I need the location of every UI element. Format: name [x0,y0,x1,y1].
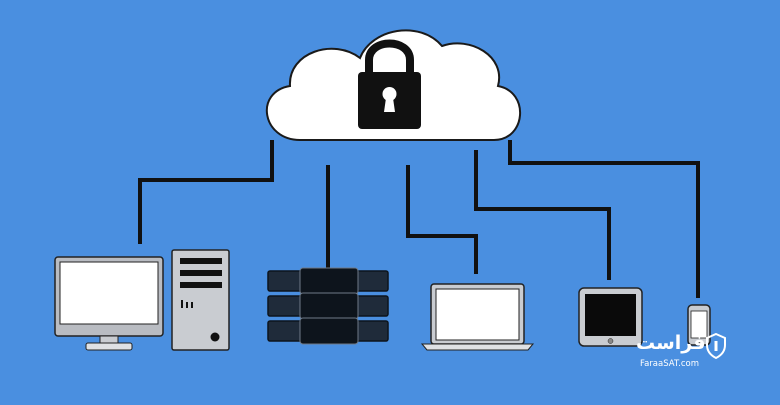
tablet-icon [578,287,643,347]
shield-icon [706,333,726,359]
laptop-icon [420,283,535,351]
tower-pc-icon [171,249,230,351]
desktop-monitor-icon [54,256,164,351]
connection-lines [138,140,700,298]
smartphone-icon [687,304,711,346]
line-to-laptop [406,165,478,274]
padlock-icon [358,39,421,129]
line-to-tablet [474,150,611,280]
brand-site: FaraaSAT.com [640,359,699,369]
brand-name: فراست [636,332,706,354]
line-to-phone [508,140,700,298]
line-to-desktop [138,140,274,244]
faraasat-watermark: فراست FaraaSAT.com [626,330,736,376]
server-rack-icon [267,267,389,345]
